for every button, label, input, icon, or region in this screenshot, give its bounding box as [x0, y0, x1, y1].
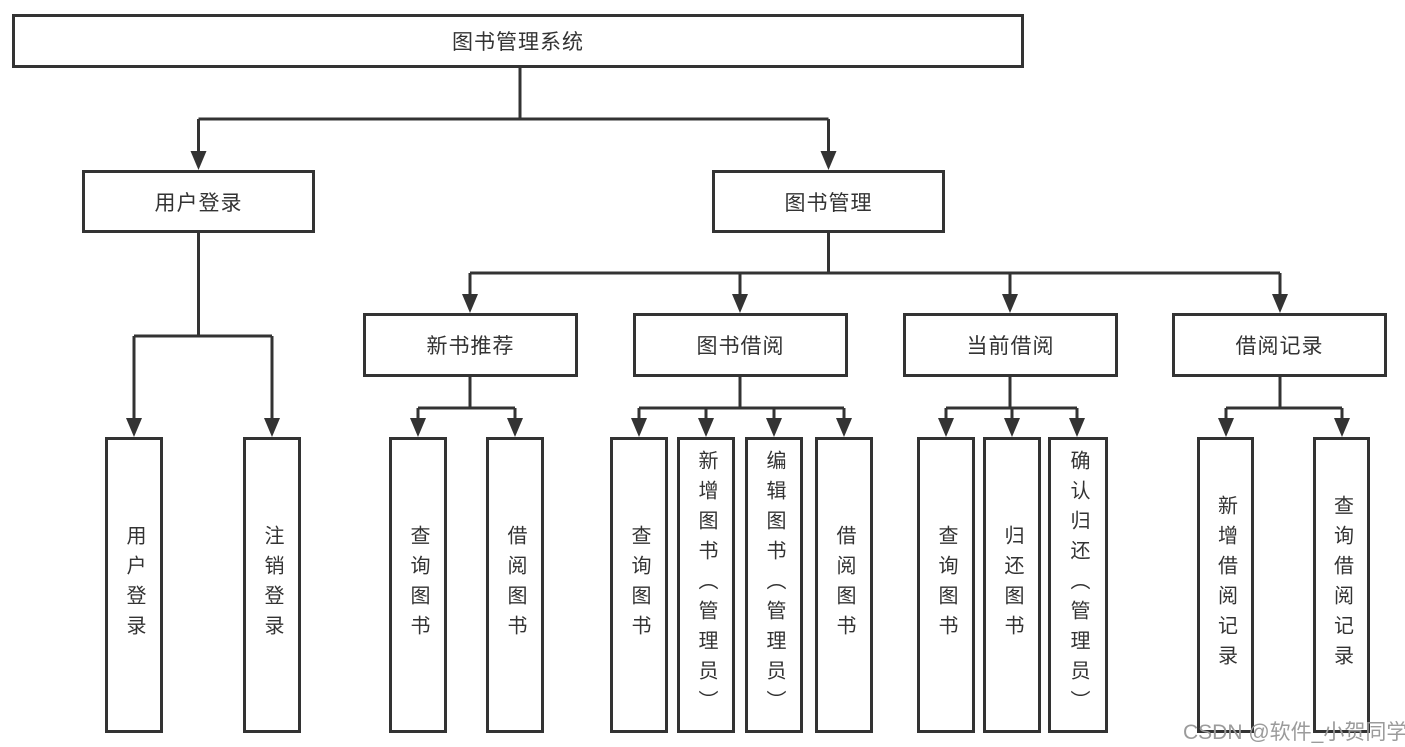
arrowhead: [820, 151, 837, 170]
edge-current-to-leaves: [944, 377, 1079, 421]
arrowhead: [766, 418, 782, 437]
arrowhead: [836, 418, 852, 437]
leaf-add-borrow-record-label: 新增借阅记录: [1214, 495, 1237, 675]
leaf-add-books-admin: 新增图书（管理员）: [677, 437, 735, 733]
node-user-login-group: 用户登录: [82, 170, 315, 233]
leaf-recommend-query-books-label: 查询图书: [407, 525, 429, 645]
edge-root-to-level2: [197, 68, 830, 153]
arrowhead: [1004, 418, 1020, 437]
leaf-confirm-return-admin-label: 确认归还（管理员）: [1067, 450, 1089, 720]
arrowhead: [264, 418, 280, 437]
node-book-management-label: 图书管理: [784, 191, 873, 215]
leaf-edit-books-admin: 编辑图书（管理员）: [745, 437, 803, 733]
leaf-recommend-borrow-books-label: 借阅图书: [504, 525, 526, 645]
leaf-current-query-books: 查询图书: [917, 437, 975, 733]
leaf-borrowing-borrow-books-label: 借阅图书: [833, 525, 855, 645]
node-new-book-recommendation-label: 新书推荐: [426, 335, 515, 358]
leaf-add-books-admin-label: 新增图书（管理员）: [695, 450, 717, 720]
arrowhead: [190, 151, 207, 170]
watermark-text: CSDN @软件_小贺同学: [1183, 721, 1405, 744]
leaf-add-borrow-record: 新增借阅记录: [1197, 437, 1254, 733]
edge-records-to-leaves: [1224, 377, 1344, 421]
edge-user-login-to-leaves: [132, 233, 274, 420]
leaf-query-borrow-record-label: 查询借阅记录: [1330, 495, 1353, 675]
leaf-borrowing-query-books-label: 查询图书: [628, 525, 650, 645]
node-book-management: 图书管理: [712, 170, 945, 233]
arrowhead: [698, 418, 714, 437]
arrowhead: [1218, 418, 1234, 437]
arrowhead: [631, 418, 647, 437]
leaf-logout-login: 注销登录: [243, 437, 301, 733]
edge-book-management-to-level3: [468, 233, 1282, 297]
node-root-label: 图书管理系统: [452, 31, 584, 54]
node-borrowing-records: 借阅记录: [1172, 313, 1387, 377]
leaf-edit-books-admin-label: 编辑图书（管理员）: [763, 450, 785, 720]
arrowhead: [1002, 294, 1018, 313]
node-user-login-group-label: 用户登录: [154, 191, 243, 215]
node-new-book-recommendation: 新书推荐: [363, 313, 578, 377]
edge-borrowing-to-leaves: [637, 377, 846, 421]
arrowhead: [462, 294, 478, 313]
node-book-borrowing-label: 图书借阅: [696, 335, 785, 358]
arrowhead: [1272, 294, 1288, 313]
node-current-borrowing: 当前借阅: [903, 313, 1118, 377]
node-borrowing-records-label: 借阅记录: [1235, 335, 1324, 358]
leaf-confirm-return-admin: 确认归还（管理员）: [1048, 437, 1108, 733]
arrowhead: [1069, 418, 1085, 437]
node-book-borrowing: 图书借阅: [633, 313, 848, 377]
node-current-borrowing-label: 当前借阅: [966, 335, 1055, 358]
leaf-logout-login-label: 注销登录: [261, 525, 283, 645]
leaf-current-query-books-label: 查询图书: [935, 525, 957, 645]
leaf-recommend-query-books: 查询图书: [389, 437, 447, 733]
arrowhead: [938, 418, 954, 437]
leaf-borrowing-borrow-books: 借阅图书: [815, 437, 873, 733]
leaf-borrowing-query-books: 查询图书: [610, 437, 668, 733]
arrowhead: [126, 418, 142, 437]
leaf-user-login: 用户登录: [105, 437, 163, 733]
arrowhead: [1334, 418, 1350, 437]
leaf-recommend-borrow-books: 借阅图书: [486, 437, 544, 733]
arrowhead: [507, 418, 523, 437]
node-root: 图书管理系统: [12, 14, 1024, 68]
leaf-user-login-label: 用户登录: [123, 525, 145, 645]
arrowhead: [410, 418, 426, 437]
leaf-return-books: 归还图书: [983, 437, 1041, 733]
leaf-return-books-label: 归还图书: [1001, 525, 1023, 645]
arrowhead: [732, 294, 748, 313]
leaf-query-borrow-record: 查询借阅记录: [1313, 437, 1370, 733]
edge-recommend-to-leaves: [416, 377, 517, 421]
